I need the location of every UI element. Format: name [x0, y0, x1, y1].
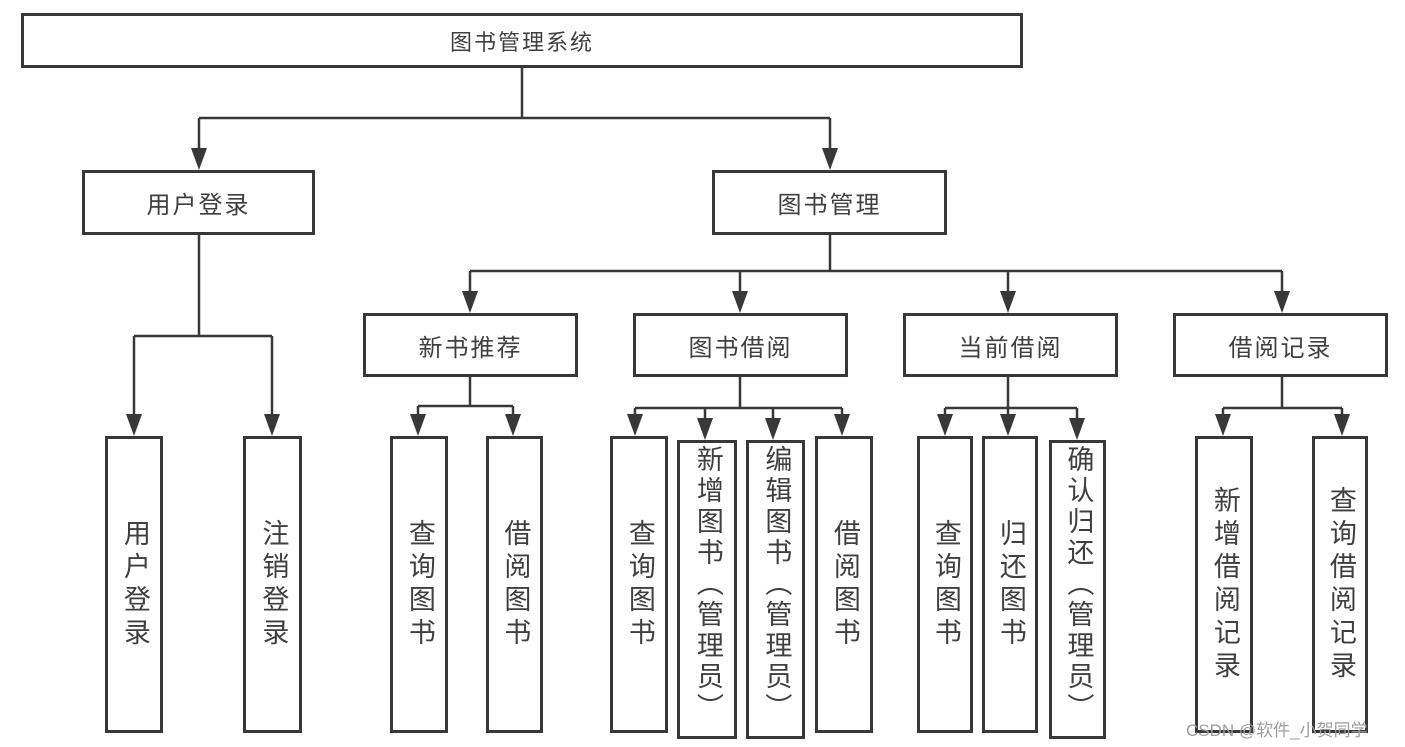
node-user-login: 用户登录 — [82, 170, 315, 235]
node-book-management: 图书管理 — [712, 170, 947, 235]
leaf-logout: 注销登录 — [243, 436, 302, 733]
leaf-query-books-borrow: 查询图书 — [610, 436, 668, 733]
leaf-query-books-current: 查询图书 — [917, 436, 973, 733]
leaf-user-login: 用户登录 — [105, 436, 163, 733]
leaf-query-borrow-record: 查询借阅记录 — [1312, 436, 1368, 733]
leaf-confirm-return-admin: 确认归还（管理员） — [1049, 440, 1106, 739]
leaf-edit-book-admin: 编辑图书（管理员） — [746, 440, 805, 739]
leaf-add-borrow-record: 新增借阅记录 — [1195, 436, 1253, 733]
leaf-add-book-admin: 新增图书（管理员） — [677, 440, 737, 739]
node-borrow-records: 借阅记录 — [1173, 313, 1388, 377]
node-root: 图书管理系统 — [21, 13, 1023, 68]
node-current-borrow: 当前借阅 — [903, 313, 1118, 377]
leaf-query-books-recommend: 查询图书 — [390, 436, 448, 733]
node-book-borrow: 图书借阅 — [633, 313, 848, 377]
leaf-return-books: 归还图书 — [982, 436, 1038, 733]
leaf-borrow-books-recommend: 借阅图书 — [486, 436, 543, 733]
node-new-book-recommend: 新书推荐 — [363, 313, 578, 377]
arrowhead-group — [126, 148, 1350, 440]
watermark: CSDN @软件_小贺同学 — [1186, 721, 1368, 740]
leaf-borrow-books: 借阅图书 — [815, 436, 873, 733]
